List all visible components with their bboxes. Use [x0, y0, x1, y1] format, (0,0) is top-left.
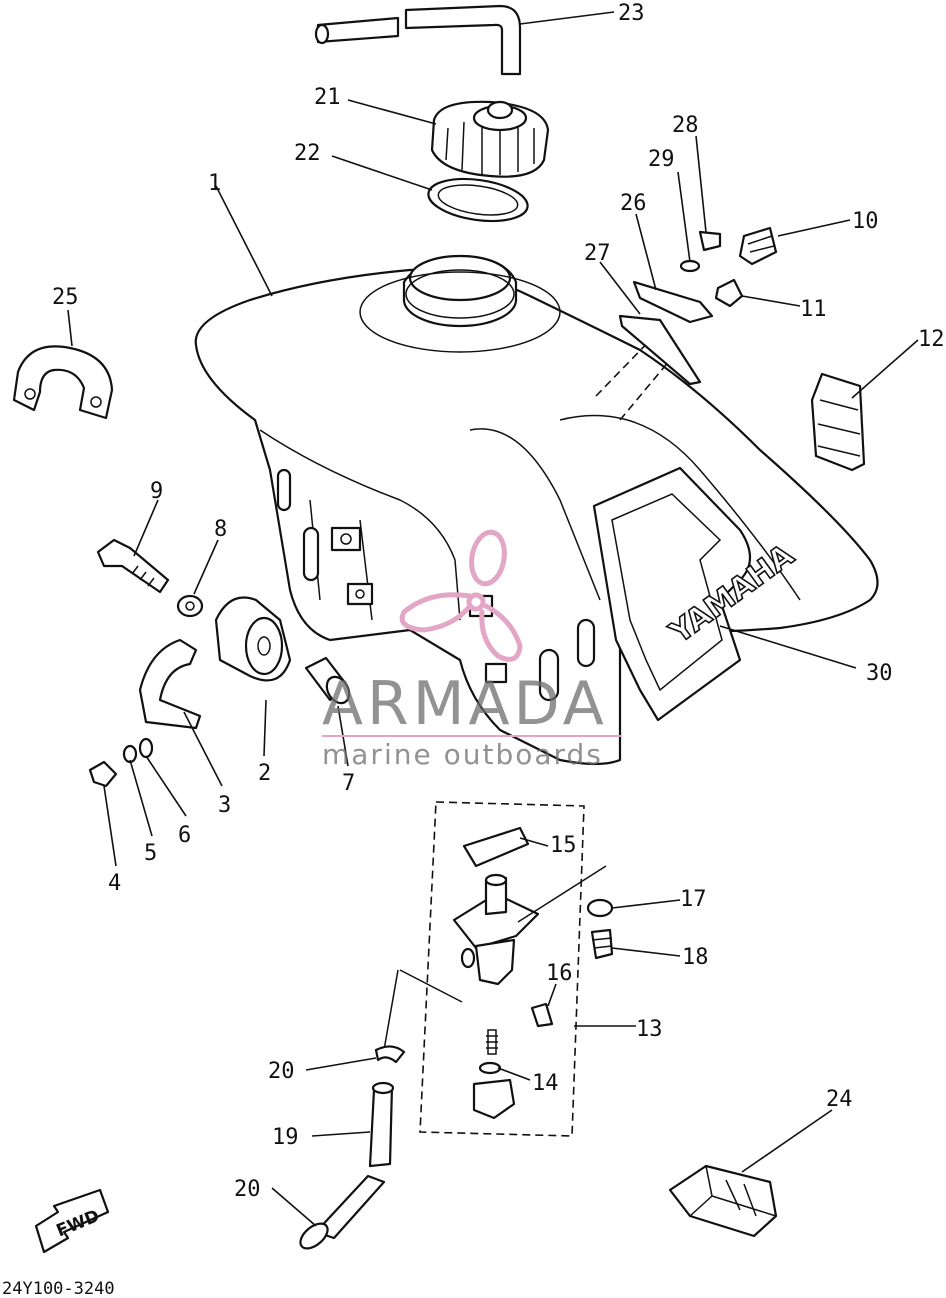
callout-17: 17 [680, 887, 707, 912]
callout-27: 27 [584, 241, 611, 266]
callout-19: 19 [272, 1125, 299, 1150]
part-12-damper [810, 372, 866, 472]
callout-25: 25 [52, 285, 79, 310]
callout-1: 1 [208, 171, 221, 196]
watermark-brand: ARMADA [322, 669, 608, 739]
callout-26: 26 [620, 191, 647, 216]
part-7-collar [304, 656, 351, 705]
part-3-band [138, 638, 202, 730]
part-9-bolt [96, 538, 170, 594]
callout-28: 28 [672, 113, 699, 138]
part-13-fuel-cock-assembly [383, 801, 607, 1137]
part-17-18-screws [586, 898, 614, 960]
callout-9: 9 [150, 479, 163, 504]
part-23-breather-hose [314, 4, 522, 76]
watermark: ARMADA marine outboards [322, 529, 622, 771]
callout-21: 21 [314, 85, 341, 110]
callout-13: 13 [636, 1017, 663, 1042]
part-4-5-6-fasteners [88, 737, 154, 788]
part-1-fuel-tank [194, 254, 879, 766]
part-26-27-stay [618, 280, 714, 386]
callout-12: 12 [918, 327, 945, 352]
watermark-tagline: marine outboards [322, 738, 603, 771]
callout-3: 3 [218, 793, 231, 818]
callout-18: 18 [682, 945, 709, 970]
part-2-grommet [214, 596, 292, 682]
callout-8: 8 [214, 517, 227, 542]
callout-6: 6 [178, 823, 191, 848]
callout-22: 22 [294, 141, 321, 166]
part-22-gasket [427, 177, 529, 223]
part-20-hose-clips [299, 1045, 406, 1250]
part-10-11-fasteners [714, 226, 778, 308]
armada-logo-icon [399, 529, 523, 662]
part-19-fuel-hose [314, 1081, 395, 1240]
drawing-code: 24Y100-3240 [2, 1279, 115, 1298]
callout-15: 15 [550, 833, 577, 858]
part-8-washer [176, 594, 204, 618]
callout-20-upper: 20 [268, 1059, 295, 1084]
callout-29: 29 [648, 147, 675, 172]
callout-24: 24 [826, 1087, 853, 1112]
leader-lines [67, 11, 919, 1227]
callout-11: 11 [800, 297, 827, 322]
callout-14: 14 [532, 1071, 559, 1096]
callout-numbers: 1 2 3 4 5 6 7 8 9 10 11 12 13 14 15 16 1… [52, 1, 945, 1202]
part-25-bracket [12, 345, 114, 420]
callout-10: 10 [852, 209, 879, 234]
callout-30: 30 [866, 661, 893, 686]
callout-5: 5 [144, 841, 157, 866]
callout-4: 4 [108, 871, 121, 896]
callout-7: 7 [342, 771, 355, 796]
callout-16: 16 [546, 961, 573, 986]
callout-23: 23 [618, 1, 645, 26]
part-21-fuel-cap [430, 100, 550, 178]
callout-20-lower: 20 [234, 1177, 261, 1202]
callout-2: 2 [258, 761, 271, 786]
part-24-cover [668, 1164, 778, 1238]
fwd-arrow-icon: FWD [34, 1188, 110, 1254]
part-28-29-bolt-washer [679, 230, 722, 273]
